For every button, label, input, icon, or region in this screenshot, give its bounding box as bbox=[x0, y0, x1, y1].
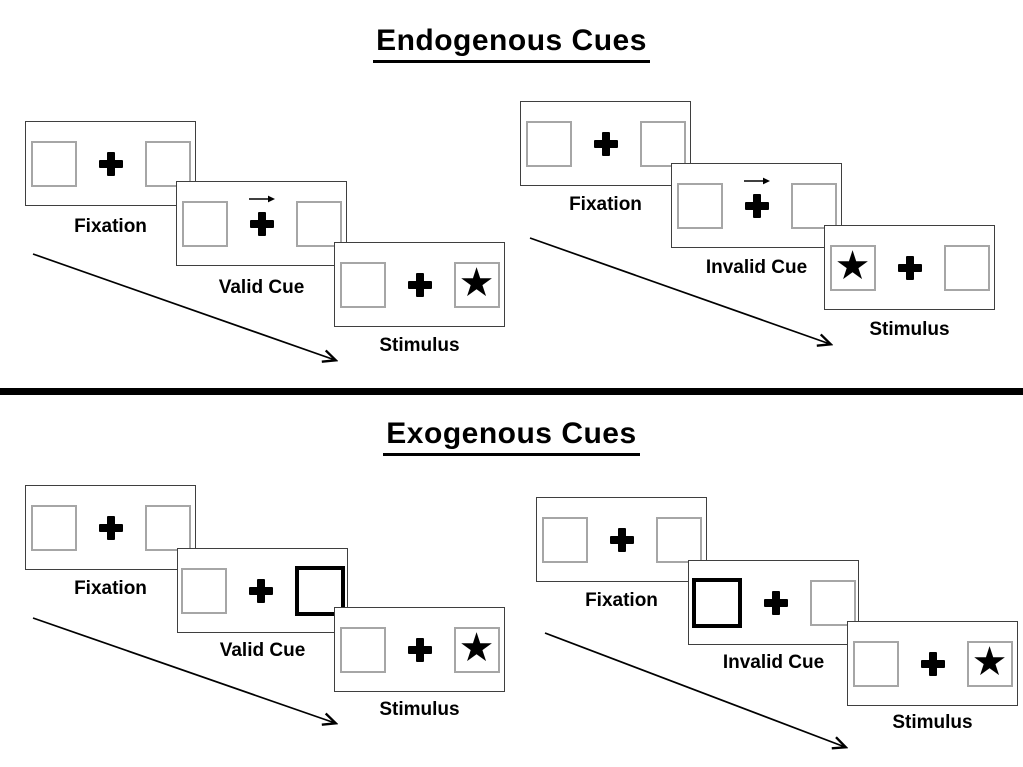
fixation-center bbox=[593, 131, 619, 157]
trial-card-fixation bbox=[520, 101, 691, 186]
right-box: ★ bbox=[453, 625, 500, 673]
fixation-center bbox=[98, 151, 124, 177]
trial-card-stimulus: ★ bbox=[847, 621, 1018, 706]
card-label: Fixation bbox=[74, 216, 147, 237]
trial-card-fixation bbox=[25, 121, 196, 206]
left-box bbox=[691, 577, 742, 628]
cue-direction-arrow-icon bbox=[743, 177, 770, 184]
section-title-text: Exogenous Cues bbox=[383, 417, 640, 456]
fixation-cross-icon bbox=[249, 211, 274, 236]
fixation-cross-icon bbox=[763, 590, 788, 615]
fixation-center bbox=[609, 527, 635, 553]
fixation-cross-icon bbox=[897, 255, 922, 280]
card-label: Fixation bbox=[569, 194, 642, 215]
fixation-center bbox=[248, 195, 275, 237]
fixation-cross-icon bbox=[920, 651, 945, 676]
fixation-cross-icon bbox=[609, 527, 634, 552]
fixation-cross-icon bbox=[248, 578, 273, 603]
trial-card-fixation bbox=[25, 485, 196, 570]
arrow-head bbox=[267, 195, 275, 202]
fixation-cross-icon bbox=[98, 151, 123, 176]
cue-direction-arrow-icon bbox=[248, 195, 275, 202]
timeline-arrow-icon bbox=[529, 237, 845, 352]
arrow-line bbox=[529, 237, 830, 344]
fixation-center bbox=[920, 651, 946, 677]
fixation-center bbox=[897, 255, 923, 281]
card-label: Invalid Cue bbox=[722, 652, 825, 673]
section-title-exogenous: Exogenous Cues bbox=[0, 417, 1023, 456]
left-box bbox=[525, 120, 572, 167]
fixation-center bbox=[743, 177, 770, 219]
left-box bbox=[180, 567, 227, 614]
card-label: Valid Cue bbox=[219, 640, 306, 661]
left-box bbox=[339, 626, 386, 673]
right-box bbox=[639, 120, 686, 167]
card-label: Invalid Cue bbox=[705, 257, 808, 278]
fixation-cross-icon bbox=[98, 515, 123, 540]
fixation-cross-icon bbox=[593, 131, 618, 156]
card-label: Stimulus bbox=[892, 712, 973, 733]
arrow-line bbox=[32, 617, 335, 723]
arrow-line bbox=[32, 253, 335, 360]
right-box: ★ bbox=[966, 639, 1013, 687]
left-box bbox=[852, 640, 899, 687]
left-box bbox=[30, 140, 77, 187]
star-icon: ★ bbox=[458, 260, 495, 306]
right-box bbox=[809, 579, 856, 626]
trial-card-stimulus: ★ bbox=[334, 607, 505, 692]
fixation-center bbox=[763, 590, 789, 616]
section-title-endogenous: Endogenous Cues bbox=[0, 24, 1023, 63]
timeline-arrow-icon bbox=[32, 253, 350, 368]
left-box bbox=[181, 200, 228, 247]
arrow-line bbox=[544, 632, 845, 747]
fixation-center bbox=[248, 578, 274, 604]
timeline-arrow-icon bbox=[32, 617, 350, 732]
fixation-center bbox=[407, 637, 433, 663]
right-box bbox=[144, 504, 191, 551]
left-box: ★ bbox=[829, 243, 876, 291]
section-divider bbox=[0, 388, 1023, 395]
trial-card-cue bbox=[176, 181, 347, 266]
fixation-cross-icon bbox=[407, 272, 432, 297]
card-label: Fixation bbox=[585, 590, 658, 611]
left-box bbox=[30, 504, 77, 551]
card-label: Stimulus bbox=[869, 319, 950, 340]
trial-card-cue bbox=[177, 548, 348, 633]
right-box: ★ bbox=[453, 260, 500, 308]
trial-card-cue bbox=[671, 163, 842, 248]
trial-card-stimulus: ★ bbox=[334, 242, 505, 327]
trial-card-stimulus: ★ bbox=[824, 225, 995, 310]
card-label: Valid Cue bbox=[218, 277, 305, 298]
left-box bbox=[541, 516, 588, 563]
right-box bbox=[144, 140, 191, 187]
fixation-cross-icon bbox=[407, 637, 432, 662]
star-icon: ★ bbox=[971, 639, 1008, 685]
fixation-cross-icon bbox=[744, 193, 769, 218]
right-box bbox=[943, 244, 990, 291]
fixation-center bbox=[407, 272, 433, 298]
section-title-text: Endogenous Cues bbox=[373, 24, 650, 63]
star-icon: ★ bbox=[834, 243, 871, 289]
right-box bbox=[295, 200, 342, 247]
star-icon: ★ bbox=[458, 625, 495, 671]
left-box bbox=[676, 182, 723, 229]
card-label: Stimulus bbox=[379, 335, 460, 356]
right-box bbox=[655, 516, 702, 563]
card-label: Stimulus bbox=[379, 699, 460, 720]
card-label: Fixation bbox=[74, 578, 147, 599]
fixation-center bbox=[98, 515, 124, 541]
trial-card-cue bbox=[688, 560, 859, 645]
trial-card-fixation bbox=[536, 497, 707, 582]
timeline-arrow-icon bbox=[544, 632, 858, 757]
left-box bbox=[339, 261, 386, 308]
right-box bbox=[790, 182, 837, 229]
arrow-head bbox=[762, 177, 770, 184]
